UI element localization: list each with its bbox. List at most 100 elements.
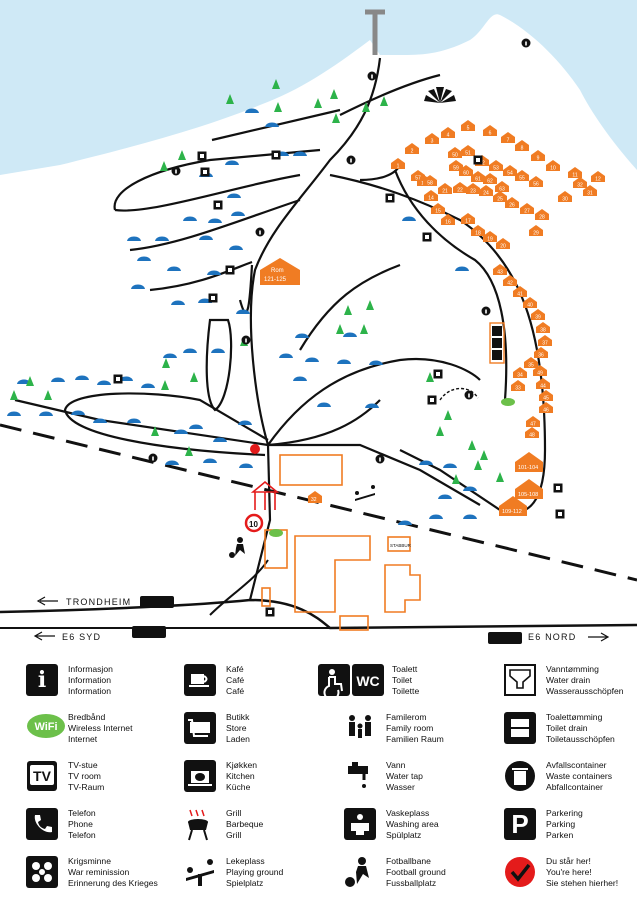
- svg-text:40: 40: [527, 303, 533, 309]
- svg-text:49: 49: [537, 371, 543, 377]
- legend-line: Vanntømming: [546, 664, 599, 674]
- water-drain-icon: [504, 664, 536, 696]
- stabbur-label: STABBUR: [390, 543, 412, 548]
- wifi-marker: [501, 398, 515, 406]
- tent-icon: [293, 376, 307, 381]
- cabin-27: 27: [520, 203, 534, 215]
- tent-icon: [127, 236, 141, 241]
- tent-icon: [443, 463, 457, 468]
- svg-text:9: 9: [537, 156, 540, 162]
- you-are-here-marker: [250, 444, 260, 454]
- cabin-45: 45: [539, 390, 553, 402]
- tent-icon: [189, 424, 203, 429]
- tree-icon: [474, 460, 482, 470]
- tent-icon: [213, 437, 227, 442]
- campsite-map: TRONDHEIM E6 SYD E6 NORD STABBUR Rom 121…: [0, 0, 637, 644]
- cabin-36: 36: [534, 347, 548, 359]
- store-icon: [271, 150, 281, 160]
- cabin-7: 7: [501, 132, 515, 144]
- cabin-34: 34: [513, 367, 527, 379]
- tent-icon: [93, 418, 107, 423]
- tent-icon: [369, 360, 383, 365]
- legend-line: Sie stehen hierher!: [546, 878, 619, 888]
- tree-icon: [274, 102, 282, 112]
- cabin-23: 23: [466, 183, 480, 195]
- cabin-block-101-104: 101-104: [515, 452, 543, 472]
- cabin-2: 2: [405, 143, 419, 155]
- svg-text:15: 15: [435, 209, 441, 215]
- svg-text:25: 25: [497, 197, 503, 203]
- tree-icon: [480, 450, 488, 460]
- cabin-1: 1: [391, 158, 405, 170]
- cabin-51: 51: [461, 145, 475, 157]
- tree-icon: [162, 358, 170, 368]
- tent-icon: [203, 458, 217, 463]
- legend-line: Küche: [226, 782, 251, 792]
- tent-icon: [51, 377, 65, 382]
- tree-icon: [360, 324, 368, 334]
- tree-icon: [366, 300, 374, 310]
- svg-text:37: 37: [542, 341, 548, 347]
- svg-text:28: 28: [539, 215, 545, 221]
- speed-sign: 10: [244, 513, 264, 533]
- tree-icon: [161, 380, 169, 390]
- tree-icon: [314, 98, 322, 108]
- legend-line: Informasjon: [68, 664, 113, 674]
- tree-icon: [10, 390, 18, 400]
- cabin-37: 37: [538, 335, 552, 347]
- tent-icon: [131, 284, 145, 289]
- legend-line: Krigsminne: [68, 856, 111, 866]
- legend-line: Wasser: [386, 782, 415, 792]
- svg-text:58: 58: [427, 181, 433, 187]
- svg-text:105-108: 105-108: [518, 492, 538, 498]
- legend-line: Vann: [386, 760, 406, 770]
- legend-line: Football ground: [386, 867, 446, 877]
- svg-text:WiFi: WiFi: [34, 721, 57, 733]
- info-icon: [148, 453, 158, 463]
- tent-icon: [293, 151, 307, 156]
- info-icon: [367, 71, 377, 81]
- svg-text:121-125: 121-125: [264, 277, 287, 283]
- pier: [365, 9, 385, 55]
- svg-text:18: 18: [475, 231, 481, 237]
- cabin-4: 4: [441, 127, 455, 139]
- cafe-icon: [184, 664, 216, 696]
- tree-icon: [44, 390, 52, 400]
- legend-line: Phone: [68, 819, 93, 829]
- legend-line: Toilet drain: [546, 723, 588, 733]
- water-tap-icon: [344, 760, 376, 792]
- cabin-14: 14: [424, 190, 438, 202]
- label-e6-nord: E6 NORD: [528, 632, 576, 642]
- tent-icon: [419, 460, 433, 465]
- svg-text:20: 20: [500, 244, 506, 250]
- svg-text:32: 32: [311, 497, 317, 503]
- tent-icon: [227, 193, 241, 198]
- toilet-icon: [197, 151, 207, 161]
- legend-line: Playing ground: [226, 867, 284, 877]
- cabin-39: 39: [531, 309, 545, 321]
- svg-text:3: 3: [431, 139, 434, 145]
- tent-icon: [295, 333, 309, 338]
- waste-container-icon: [433, 369, 443, 379]
- tent-icon: [163, 353, 177, 358]
- toilet-icon: [213, 200, 223, 210]
- svg-text:26: 26: [509, 203, 515, 209]
- label-trondheim: TRONDHEIM: [66, 597, 131, 607]
- roads: [14, 57, 547, 601]
- football-icon: [344, 856, 376, 888]
- legend-line: Familien Raum: [386, 734, 444, 744]
- svg-text:29: 29: [533, 231, 539, 237]
- tent-icon: [455, 266, 469, 271]
- playground-icon: [184, 856, 216, 888]
- tent-icon: [137, 256, 151, 261]
